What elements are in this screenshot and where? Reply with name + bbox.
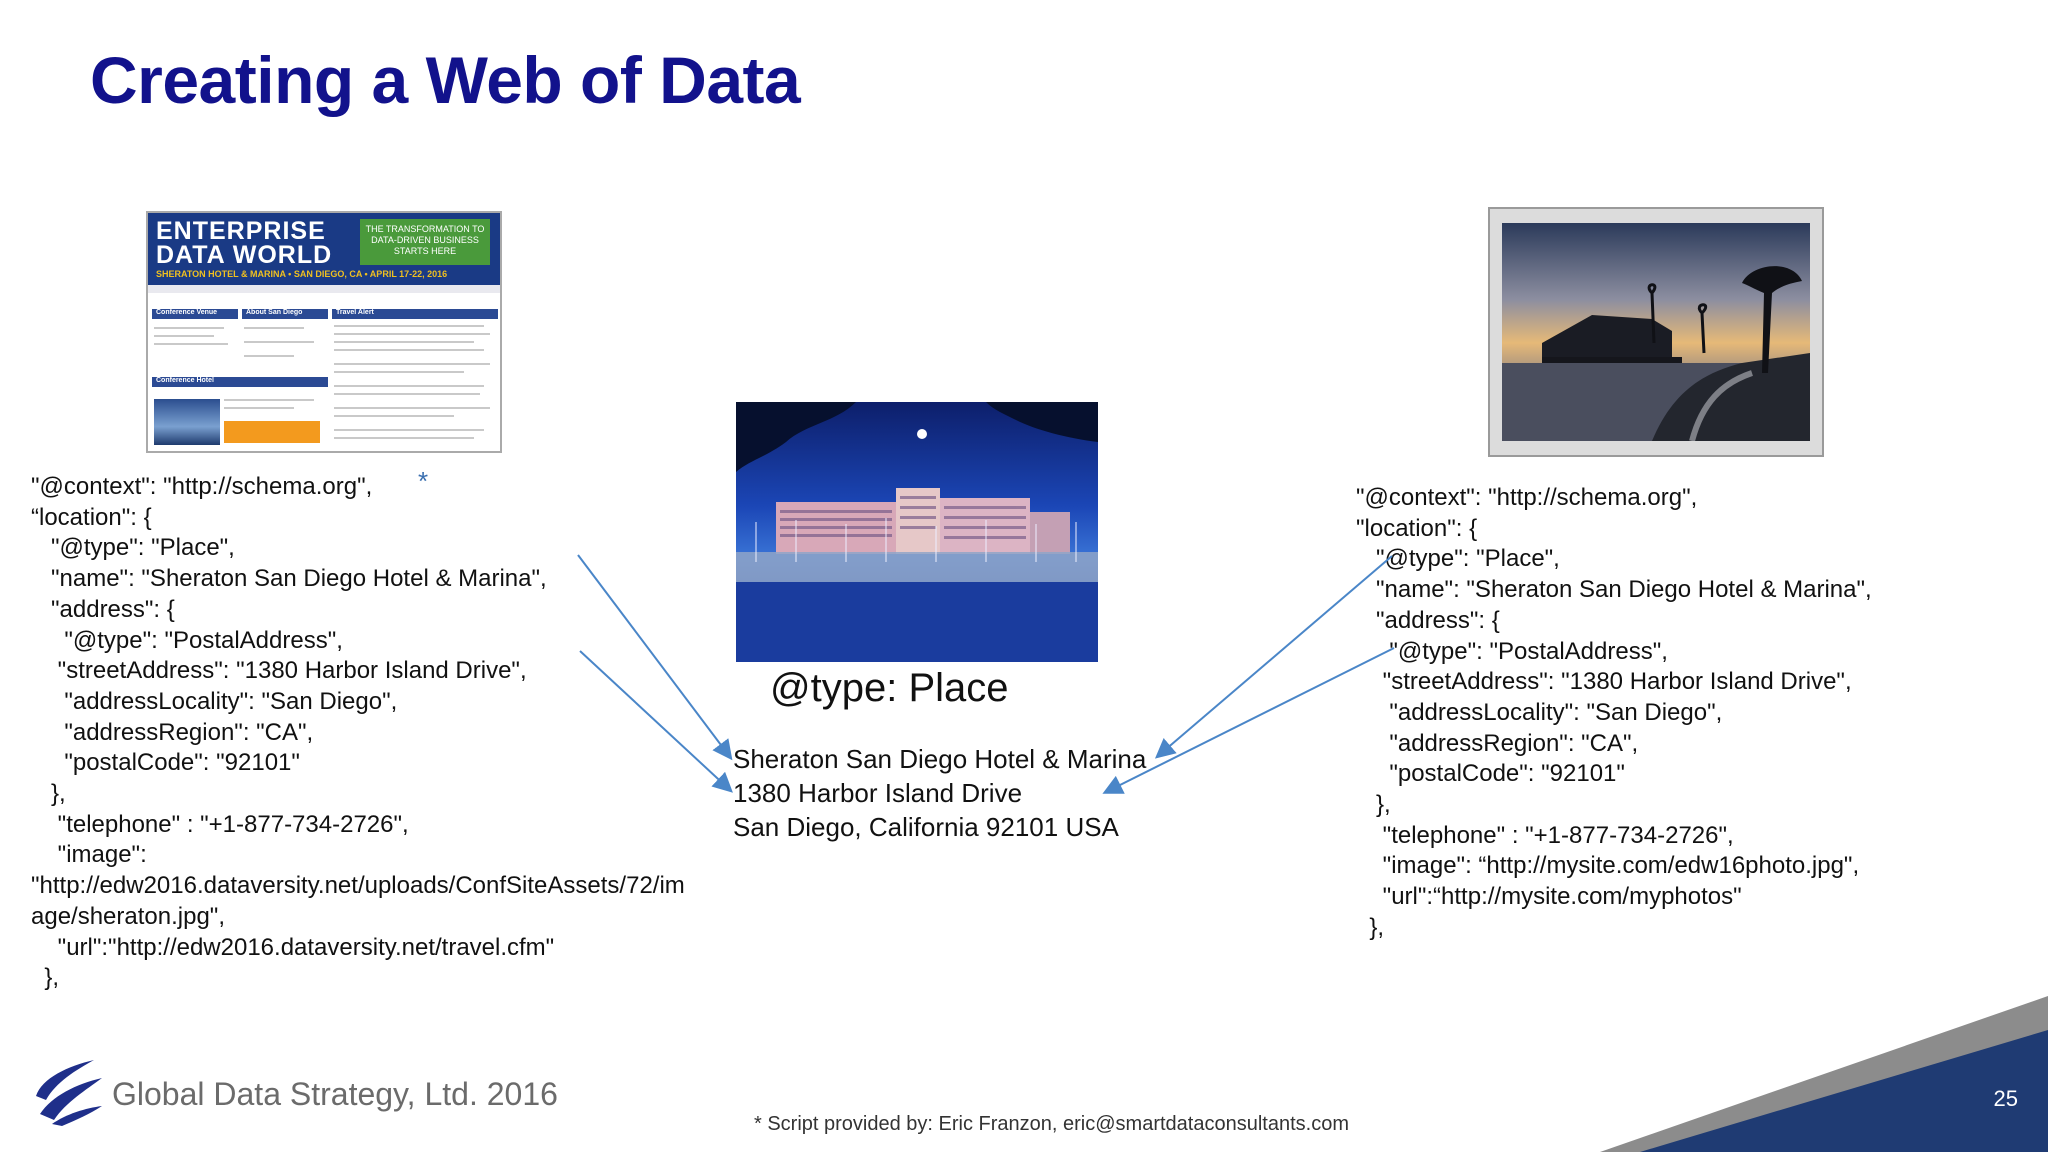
tree-silhouette [1742,266,1802,373]
thumbnail-col-venue: Conference Venue [152,309,238,319]
hotel-photo [736,402,1098,662]
thumbnail-col-hotel: Conference Hotel [152,377,328,387]
tree-silhouette [736,402,856,472]
thumbnail-text-line [154,335,214,337]
palm-silhouette [1697,303,1708,354]
thumbnail-col-alert: Travel Alert [332,309,498,319]
thumbnail-tagline: THE TRANSFORMATION TO DATA-DRIVEN BUSINE… [360,219,490,265]
pier-deck [1542,357,1682,363]
company-logo-icon [36,1060,102,1126]
thumbnail-text-line [334,407,490,409]
hotel-building [1030,512,1070,554]
palm-silhouette [1647,283,1657,344]
boat-masts [755,518,1077,562]
thumbnail-text-line [334,371,464,373]
footer-brand: Global Data Strategy, Ltd. 2016 [112,1076,558,1112]
right-jsonld-code: "@context": "http://schema.org", "locati… [1356,484,1872,941]
thumbnail-text-line [334,349,484,351]
hotel-photo-drawing [736,402,1098,662]
pier-photo [1502,223,1810,441]
walkway [1689,370,1753,441]
thumbnail-text-line [334,385,484,387]
page-number: 25 [1993,1086,2018,1111]
thumbnail-text-line [334,415,454,417]
pier-photo-drawing [1502,266,1810,441]
thumbnail-text-line [154,343,228,345]
place-address: Sheraton San Diego Hotel & Marina 1380 H… [733,744,1147,842]
arrow-right-name-to-place [1154,555,1393,759]
footnote-credit: * Script provided by: Eric Franzon, eric… [754,1113,1349,1135]
arrow-address-to-place [579,650,733,793]
thumbnail-text-line [154,327,224,329]
thumbnail-text-line [334,437,474,439]
thumbnail-text-line [244,341,314,343]
thumbnail-nav [148,285,500,293]
place-type-label: @type: Place [770,666,1009,710]
tree-silhouette [986,402,1098,442]
thumbnail-text-line [334,363,490,365]
conference-website-thumbnail: ENTERPRISE DATA WORLD THE TRANSFORMATION… [146,211,502,453]
hotel-windows [780,496,1026,539]
slide-title: Creating a Web of Data [90,43,801,117]
thumbnail-text-line [334,333,490,335]
thumbnail-booking-button [224,421,320,443]
thumbnail-hotel-photo [154,399,220,445]
thumbnail-title: ENTERPRISE DATA WORLD [156,217,333,269]
pier-photo-frame [1488,207,1824,457]
thumbnail-text-line [244,327,304,329]
thumbnail-text-line [334,341,474,343]
thumbnail-text-line [334,429,484,431]
footnote-star: * [418,466,429,496]
thumbnail-text-line [224,399,314,401]
arrow-name-to-place [577,554,733,761]
thumbnail-text-line [334,325,484,327]
left-jsonld-code: "@context": "http://schema.org", “locati… [31,473,685,992]
arrow-right-address-to-place [1102,647,1395,794]
shoreline [1652,353,1810,441]
thumbnail-col-about: About San Diego [242,309,328,319]
thumbnail-text-line [224,407,294,409]
moon-icon [917,429,927,439]
thumbnail-text-line [334,393,480,395]
thumbnail-text-line [244,355,294,357]
bay-water [736,582,1098,662]
pier-building [1542,315,1672,359]
thumbnail-strip: SHERATON HOTEL & MARINA • SAN DIEGO, CA … [156,269,448,279]
